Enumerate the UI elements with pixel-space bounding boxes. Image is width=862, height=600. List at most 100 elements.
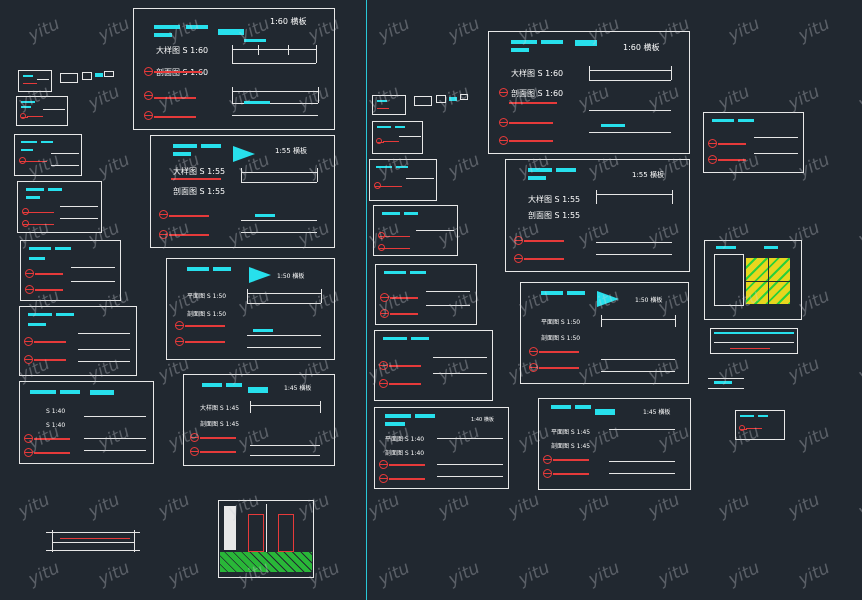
watermark-text: yitu (785, 353, 823, 387)
elevation-color-drawing[interactable] (704, 240, 802, 320)
drawing-label-a: 平面图 S 1:50 (541, 319, 581, 326)
watermark-text: yitu (855, 81, 862, 115)
drawing-sheet-l3[interactable]: 1:50 横板 平面图 S 1:50 剖面图 S 1:50 (166, 258, 335, 360)
watermark-text: yitu (155, 489, 193, 523)
watermark-text: yitu (515, 557, 553, 591)
watermark-text: yitu (95, 149, 133, 183)
mini-sheet-c[interactable] (104, 71, 114, 77)
drawing-sheet-r11[interactable] (374, 330, 493, 401)
drawing-sheet-l5[interactable] (18, 70, 52, 92)
drawing-label-b: 剖面图 S 1:55 (173, 187, 226, 196)
drawing-sheet-r8[interactable] (369, 159, 437, 201)
watermark-text: yitu (655, 557, 693, 591)
drawing-sheet-r7[interactable] (372, 121, 423, 154)
elevation-drawing[interactable] (218, 500, 314, 578)
drawing-label-b: 剖面图 S 1:45 (551, 443, 591, 450)
drawing-sheet-l7[interactable] (14, 134, 82, 176)
drawing-label-b: 剖面图 S 1:50 (187, 311, 227, 318)
watermark-text: yitu (725, 557, 763, 591)
drawing-sheet-r6[interactable] (372, 95, 406, 115)
drawing-label-b: 剖面图 S 1:55 (528, 211, 581, 220)
drawing-scale-text: 1:45 横板 (643, 409, 671, 416)
watermark-text: yitu (575, 489, 613, 523)
watermark-text: yitu (445, 149, 483, 183)
drawing-label-a: 大样图 S 1:45 (200, 405, 240, 412)
watermark-text: yitu (855, 353, 862, 387)
drawing-sheet-r10[interactable] (375, 264, 477, 325)
drawing-label-a: 平面图 S 1:50 (187, 293, 227, 300)
drawing-label-a: 大样图 S 1:55 (173, 167, 226, 176)
drawing-scale-text: 1:60 横板 (623, 43, 660, 52)
section-detail-line (46, 532, 140, 533)
drawing-sheet-r2[interactable]: 1:55 横板 大样图 S 1:55 剖面图 S 1:55 (505, 159, 690, 272)
drawing-scale-text: 1:55 横板 (275, 147, 307, 155)
watermark-text: yitu (375, 557, 413, 591)
watermark-text: yitu (585, 557, 623, 591)
drawing-scale-text: 1:55 横板 (632, 171, 664, 179)
watermark-text: yitu (645, 489, 683, 523)
watermark-text: yitu (25, 13, 63, 47)
small-detail-drawing[interactable] (708, 372, 748, 394)
mini-sheet-e[interactable] (436, 95, 446, 103)
drawing-sheet-r13[interactable] (735, 410, 785, 440)
mini-sheet-d[interactable] (414, 96, 432, 106)
drawing-sheet-l10[interactable] (19, 306, 137, 376)
drawing-label-b: S 1:40 (46, 422, 66, 429)
drawing-sheet-l9[interactable] (20, 240, 121, 301)
mini-sheet-b[interactable] (82, 72, 92, 80)
watermark-text: yitu (795, 421, 833, 455)
watermark-text: yitu (25, 557, 63, 591)
watermark-text: yitu (445, 557, 483, 591)
drawing-label-a: 大样图 S 1:60 (156, 46, 209, 55)
layout-divider-line (366, 0, 367, 600)
plan-strip-drawing[interactable] (710, 328, 798, 358)
drawing-sheet-r4[interactable]: 1:40 横板 平面图 S 1:40 剖面图 S 1:40 (374, 407, 509, 489)
drawing-sheet-l1[interactable]: 1:60 横板 大样图 S 1:60 剖面图 S 1:60 (133, 8, 335, 130)
drawing-label-a: 平面图 S 1:40 (385, 436, 425, 443)
watermark-text: yitu (85, 489, 123, 523)
watermark-text: yitu (855, 217, 862, 251)
watermark-text: yitu (15, 489, 53, 523)
watermark-text: yitu (725, 13, 763, 47)
drawing-sheet-r12[interactable] (703, 112, 804, 173)
drawing-scale-text: 1:40 横板 (471, 417, 494, 423)
drawing-label-a: 平面图 S 1:45 (551, 429, 591, 436)
watermark-text: yitu (715, 489, 753, 523)
drawing-sheet-l8[interactable] (17, 181, 102, 233)
drawing-sheet-r9[interactable] (373, 205, 458, 256)
watermark-text: yitu (715, 81, 753, 115)
drawing-scale-text: 1:50 横板 (635, 297, 663, 304)
watermark-text: yitu (445, 13, 483, 47)
watermark-text: yitu (375, 13, 413, 47)
drawing-sheet-l2[interactable]: 1:55 横板 大样图 S 1:55 剖面图 S 1:55 (150, 135, 335, 248)
drawing-sheet-l6[interactable] (16, 96, 68, 126)
drawing-label-a: 大样图 S 1:55 (528, 195, 581, 204)
watermark-text: yitu (365, 489, 403, 523)
drawing-sheet-r1[interactable]: 1:60 横板 大样图 S 1:60 剖面图 S 1:60 (488, 31, 690, 154)
mini-sheet-a[interactable] (60, 73, 78, 83)
mini-sheet-f[interactable] (460, 94, 468, 100)
watermark-text: yitu (165, 557, 203, 591)
drawing-scale-text: 1:45 横板 (284, 385, 312, 392)
drawing-sheet-l4[interactable]: 1:45 横板 大样图 S 1:45 剖面图 S 1:45 (183, 374, 335, 466)
watermark-text: yitu (785, 489, 823, 523)
drawing-label-b: 剖面图 S 1:45 (200, 421, 240, 428)
drawing-label-b: 剖面图 S 1:60 (511, 89, 564, 98)
drawing-scale-text: 1:50 横板 (277, 273, 305, 280)
watermark-text: yitu (795, 557, 833, 591)
drawing-label-b: 剖面图 S 1:40 (385, 450, 425, 457)
watermark-text: yitu (95, 13, 133, 47)
drawing-sheet-r5[interactable]: 1:45 横板 平面图 S 1:45 剖面图 S 1:45 (538, 398, 691, 490)
watermark-text: yitu (795, 13, 833, 47)
drawing-label-a: S 1:40 (46, 408, 66, 415)
watermark-text: yitu (435, 489, 473, 523)
watermark-text: yitu (95, 557, 133, 591)
drawing-sheet-l11[interactable]: S 1:40 S 1:40 (19, 381, 154, 464)
watermark-text: yitu (505, 489, 543, 523)
drawing-scale-text: 1:60 横板 (270, 17, 307, 26)
drawing-label-b: 剖面图 S 1:50 (541, 335, 581, 342)
watermark-text: yitu (785, 81, 823, 115)
drawing-sheet-r3[interactable]: 1:50 横板 平面图 S 1:50 剖面图 S 1:50 (520, 282, 689, 384)
watermark-text: yitu (85, 81, 123, 115)
